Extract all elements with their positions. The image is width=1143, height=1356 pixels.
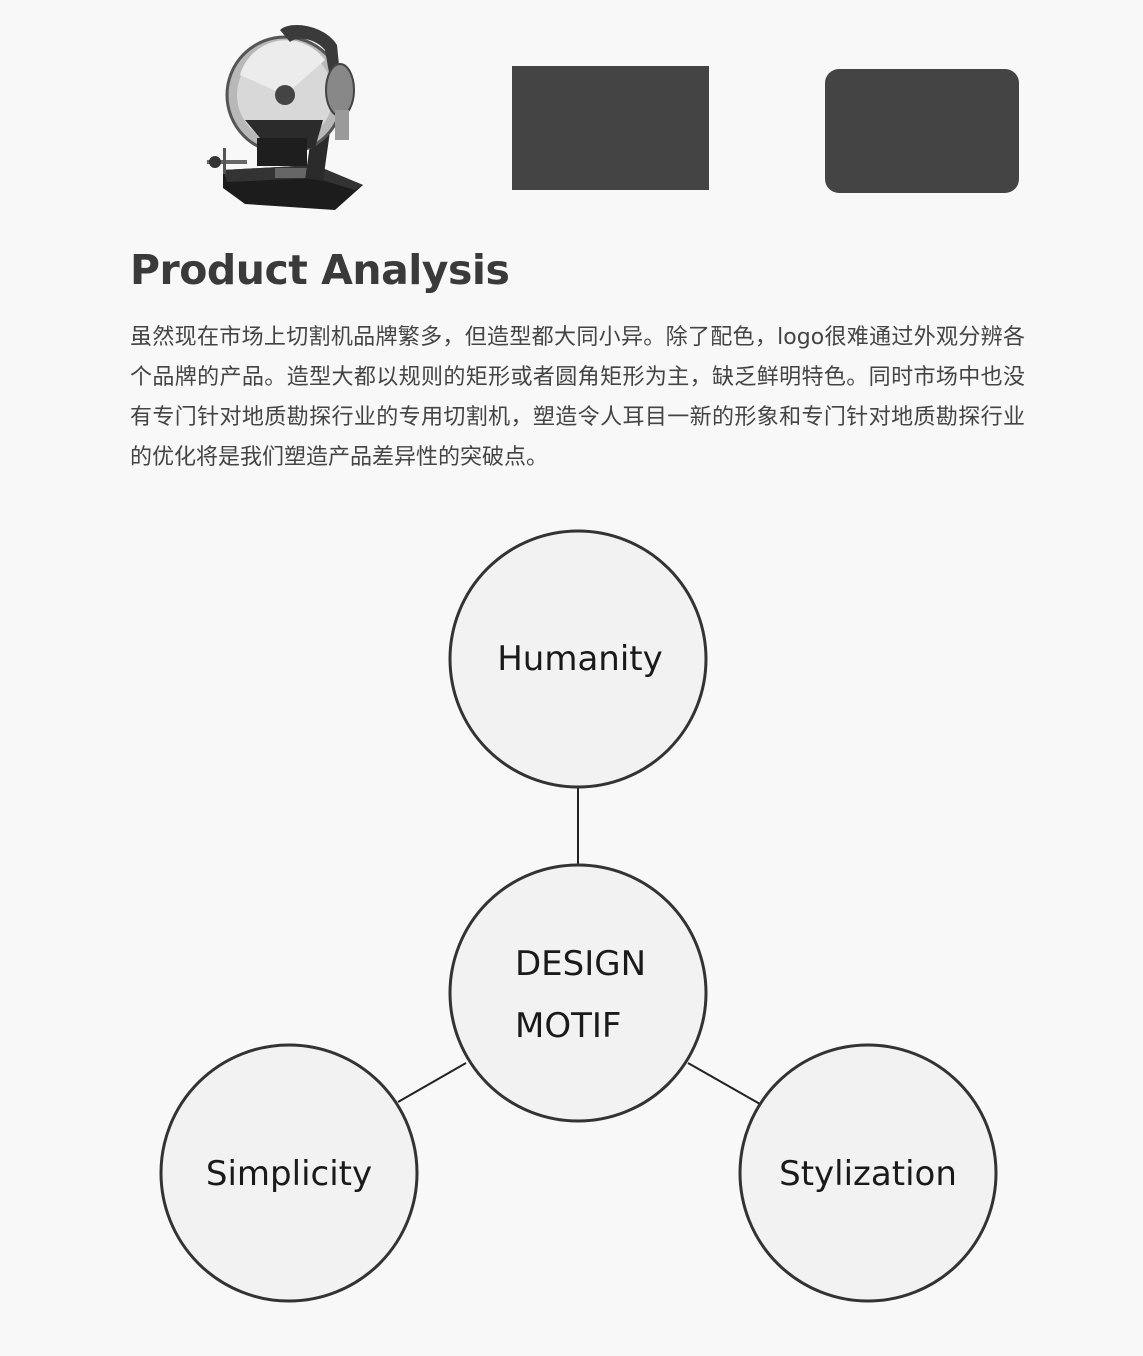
rectangle-shape-example bbox=[512, 66, 709, 190]
cutoff-saw-image bbox=[207, 25, 363, 210]
rounded-rectangle-shape-example bbox=[825, 69, 1019, 193]
design-label: DESIGN bbox=[515, 944, 646, 984]
simplicity-label: Simplicity bbox=[206, 1154, 372, 1194]
simplicity-node bbox=[159, 1043, 419, 1303]
humanity-node bbox=[448, 529, 708, 789]
analysis-paragraph: 虽然现在市场上切割机品牌繁多，但造型都大同小异。除了配色，logo很难通过外观分… bbox=[130, 325, 1025, 470]
humanity-label: Humanity bbox=[497, 639, 663, 679]
design-motif-node bbox=[448, 863, 708, 1123]
section-heading: Product Analysis bbox=[130, 246, 510, 294]
connector-right bbox=[687, 1062, 761, 1105]
motif-label: MOTIF bbox=[515, 1006, 621, 1046]
connector-left bbox=[397, 1062, 467, 1103]
stylization-label: Stylization bbox=[779, 1154, 957, 1194]
stylization-node bbox=[738, 1043, 998, 1303]
